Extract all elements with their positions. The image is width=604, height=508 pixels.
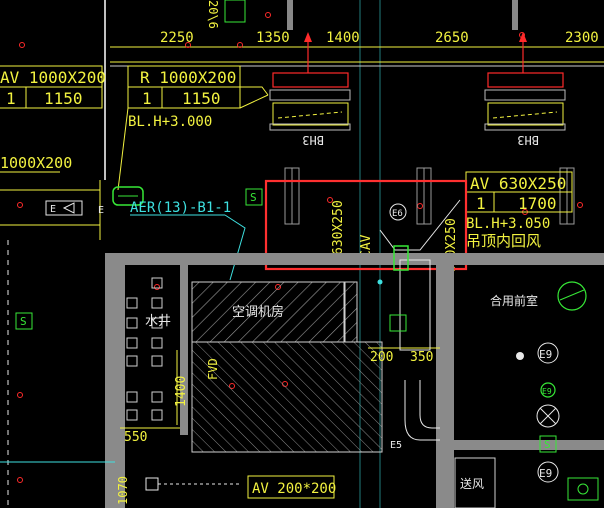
- av-left-table[interactable]: AV 1000X200 1 1150: [0, 65, 106, 109]
- dim-200: 200: [370, 350, 393, 365]
- r-mid-num: 1: [142, 89, 152, 108]
- s-marker-d[interactable]: S: [539, 435, 557, 453]
- e9-marker-a[interactable]: E9: [537, 342, 559, 364]
- v630-a: 630X250: [331, 200, 346, 255]
- s-marker-c[interactable]: [389, 314, 407, 332]
- e-box[interactable]: E: [45, 200, 83, 216]
- e-small-label: E: [98, 205, 104, 216]
- left-duct: [0, 180, 101, 240]
- unit-left[interactable]: BH3: [269, 32, 351, 147]
- av-right-table[interactable]: AV 630X250 1 1700: [465, 171, 573, 213]
- dim-2650: 2650: [435, 30, 469, 46]
- fan-symbol-right[interactable]: [557, 281, 587, 311]
- green-damper[interactable]: [377, 245, 409, 285]
- e9-marker-c[interactable]: E9: [537, 461, 559, 483]
- dot-marker: [516, 352, 524, 360]
- av-right-num: 1: [476, 194, 486, 213]
- building-wall-band: [105, 253, 604, 508]
- bottom-small-box: [145, 477, 159, 491]
- duct-size-left: 1000X200: [0, 154, 72, 172]
- bl-left-label: BL.H+3.000: [128, 114, 212, 130]
- dim-2300: 2300: [565, 30, 599, 46]
- fvd-label: FVD: [206, 358, 220, 380]
- cn-ac-label: 空调机房: [232, 304, 284, 320]
- e9-marker-b[interactable]: E9: [540, 382, 556, 398]
- cav-label: CAV: [359, 234, 374, 258]
- unit-right-label: BH3: [517, 133, 539, 147]
- small-fan-bottom-right[interactable]: [567, 477, 599, 501]
- av-bottom-table[interactable]: AV 200*200: [247, 475, 336, 499]
- dim-1070: 1070: [116, 476, 130, 505]
- fresh-air-box: [454, 457, 496, 508]
- av-left-val: 1150: [44, 89, 83, 108]
- r-mid-table[interactable]: R 1000X200 1 1150: [127, 65, 241, 109]
- av-right-head: AV 630X250: [470, 174, 566, 193]
- top-dimension-line: [110, 46, 604, 67]
- leader-lines: [117, 86, 269, 191]
- s-marker-b[interactable]: S: [15, 312, 33, 330]
- dim-1400: 1400: [326, 30, 360, 46]
- cn-return-label: 吊顶内回风: [466, 232, 541, 250]
- dim-350: 350: [410, 350, 433, 365]
- svg-text:E9: E9: [542, 387, 552, 396]
- svg-text:E9: E9: [539, 467, 552, 480]
- svg-text:S: S: [544, 438, 551, 451]
- dim-2250: 2250: [160, 30, 194, 46]
- unit-right[interactable]: BH3: [484, 32, 566, 147]
- bl-right-label: BL.H+3.050: [466, 216, 550, 232]
- aer-label: AER(13)-B1-1: [130, 200, 231, 216]
- e6-marker[interactable]: E6: [389, 203, 407, 221]
- dim-550: 550: [124, 430, 147, 445]
- top-small-label: 20\6: [206, 0, 220, 29]
- r-mid-head: R 1000X200: [140, 68, 236, 87]
- svg-text:E9: E9: [539, 348, 552, 361]
- dim-1350: 1350: [256, 30, 290, 46]
- selection-highlight-rect[interactable]: [264, 179, 468, 271]
- svg-text:S: S: [250, 191, 257, 204]
- aer-fan[interactable]: [112, 186, 144, 206]
- cn-well-label: 水井: [145, 314, 171, 329]
- cross-symbol[interactable]: [536, 404, 560, 428]
- s-marker-a[interactable]: S: [245, 188, 263, 206]
- unit-left-label: BH3: [302, 133, 324, 147]
- column-squares: [126, 277, 163, 421]
- svg-text:S: S: [20, 315, 27, 328]
- cn-fresh-label: 送风: [460, 476, 484, 491]
- wall-columns: [284, 167, 575, 225]
- e5-label: E5: [390, 440, 402, 451]
- cn-room-label: 合用前室: [490, 293, 538, 308]
- av-left-num: 1: [6, 89, 16, 108]
- av-left-head: AV 1000X200: [0, 68, 106, 87]
- av-bottom-head: AV 200*200: [252, 481, 336, 497]
- svg-text:E6: E6: [392, 209, 403, 219]
- e-box-label: E: [50, 204, 56, 215]
- ac-room[interactable]: [191, 281, 383, 453]
- av-right-val: 1700: [518, 194, 557, 213]
- vertical-duct-middle: [399, 259, 440, 441]
- r-mid-val: 1150: [182, 89, 221, 108]
- dim-1400-vertical: 1400: [174, 376, 189, 407]
